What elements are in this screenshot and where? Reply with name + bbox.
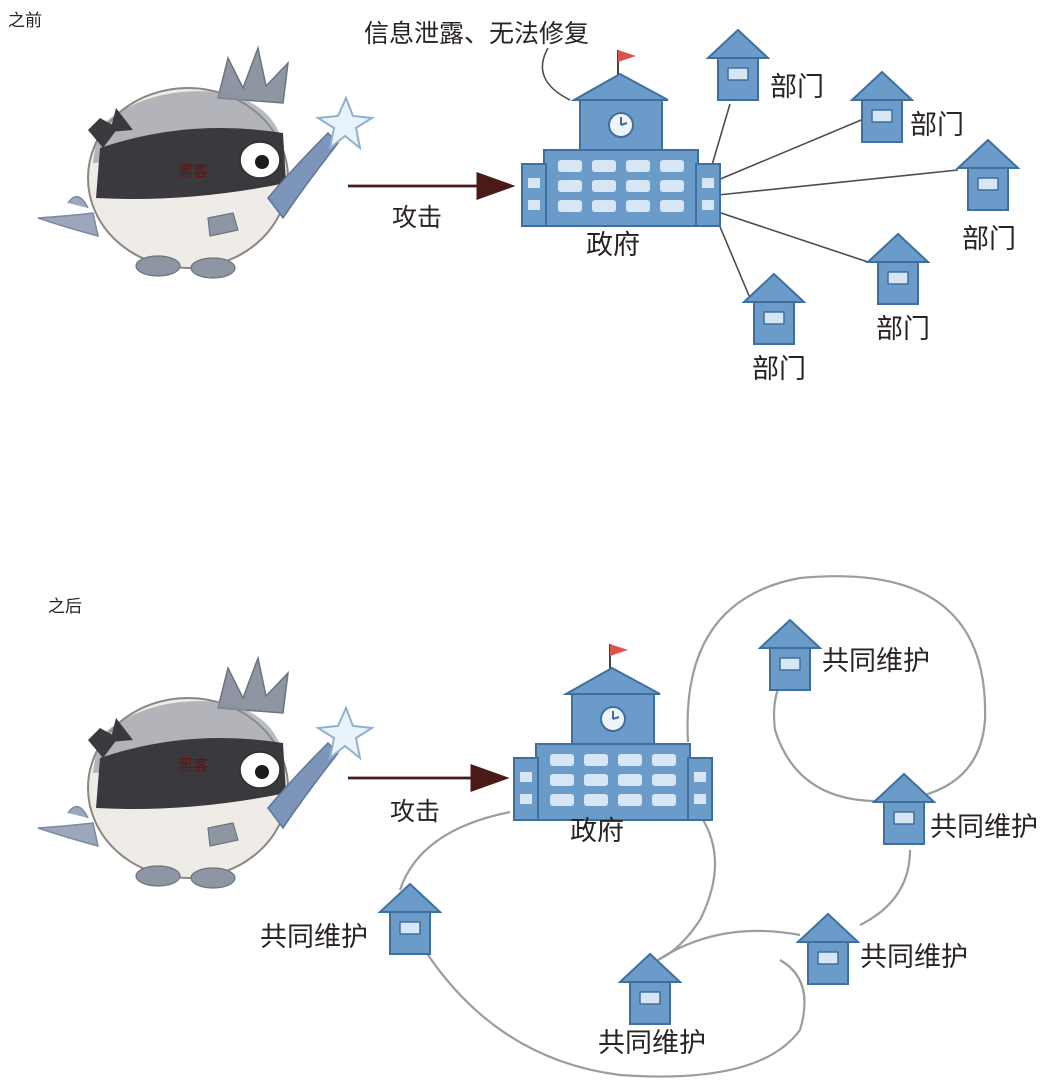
after-government-label: 政府 [570, 816, 624, 847]
after-attack-label: 攻击 [390, 797, 440, 826]
after-node-house-5 [619, 953, 681, 1025]
before-department-label-3: 部门 [962, 224, 1016, 255]
after-loop-bottom [427, 954, 806, 1078]
after-node-house-1 [759, 619, 821, 691]
after-loop-link [657, 929, 801, 961]
before-department-label-1: 部门 [770, 72, 824, 103]
after-node-label-1: 共同维护 [822, 646, 930, 677]
before-leak-label: 信息泄露、无法修复 [364, 19, 589, 48]
before-attack-label: 攻击 [392, 203, 442, 232]
before-department-house-5 [743, 273, 805, 345]
after-node-label-5: 共同维护 [598, 1028, 706, 1059]
after-node-house-3 [379, 883, 441, 955]
before-department-label-2: 部门 [910, 110, 964, 141]
after-node-label-2: 共同维护 [930, 812, 1038, 843]
before-link-5 [717, 221, 751, 299]
after-section-label: 之后 [48, 597, 82, 617]
before-link-3 [717, 169, 959, 196]
after-loop-left [398, 810, 511, 891]
before-department-house-2 [851, 71, 913, 143]
after-hacker-label: 黑客 [178, 756, 208, 774]
before-government-building [521, 49, 721, 227]
before-department-house-1 [707, 29, 769, 101]
before-department-label-4: 部门 [876, 314, 930, 345]
after-node-house-2 [873, 773, 935, 845]
before-government-label: 政府 [586, 230, 640, 261]
before-hacker-label: 黑客 [178, 162, 208, 180]
before-department-house-3 [957, 139, 1019, 211]
before-link-1 [711, 103, 731, 166]
after-node-label-3: 共同维护 [260, 922, 368, 953]
after-node-label-4: 共同维护 [860, 942, 968, 973]
before-department-house-4 [867, 233, 929, 305]
before-section-label: 之前 [8, 11, 42, 31]
after-loop-upper [686, 575, 987, 803]
before-connections [711, 103, 959, 299]
after-government-building [513, 643, 713, 821]
before-leak-pointer [541, 47, 571, 101]
after-network-loops [398, 575, 987, 1078]
before-link-2 [717, 117, 867, 181]
before-department-label-5: 部门 [752, 354, 806, 385]
after-loop-right [859, 849, 912, 926]
after-node-house-4 [797, 913, 859, 985]
before-link-4 [717, 211, 869, 263]
